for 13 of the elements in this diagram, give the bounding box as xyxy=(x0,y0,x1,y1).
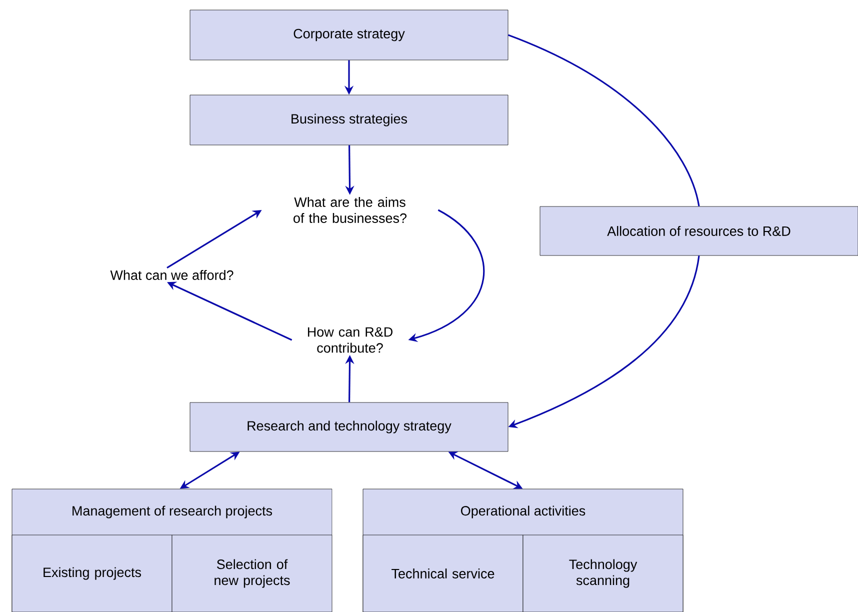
node-label: Technical service xyxy=(392,568,494,578)
sub-box: Existing projects xyxy=(12,534,172,612)
sub-box: Technology scanning xyxy=(522,534,684,612)
question-text: What are the aims of the businesses? xyxy=(294,197,407,223)
sub-box: Selection of new projects xyxy=(172,534,332,612)
process-box: Corporate strategy xyxy=(190,10,508,60)
question-text: What can we afford? xyxy=(110,270,234,280)
process-box: Business strategies xyxy=(190,94,508,146)
sub-box: Technical service xyxy=(362,534,524,612)
process-box: Research and technology strategy xyxy=(190,402,508,452)
question-text: How can R&D contribute? xyxy=(308,327,392,353)
process-box: Allocation of resources to R&D xyxy=(540,206,858,256)
node-label: Existing projects xyxy=(44,567,142,580)
